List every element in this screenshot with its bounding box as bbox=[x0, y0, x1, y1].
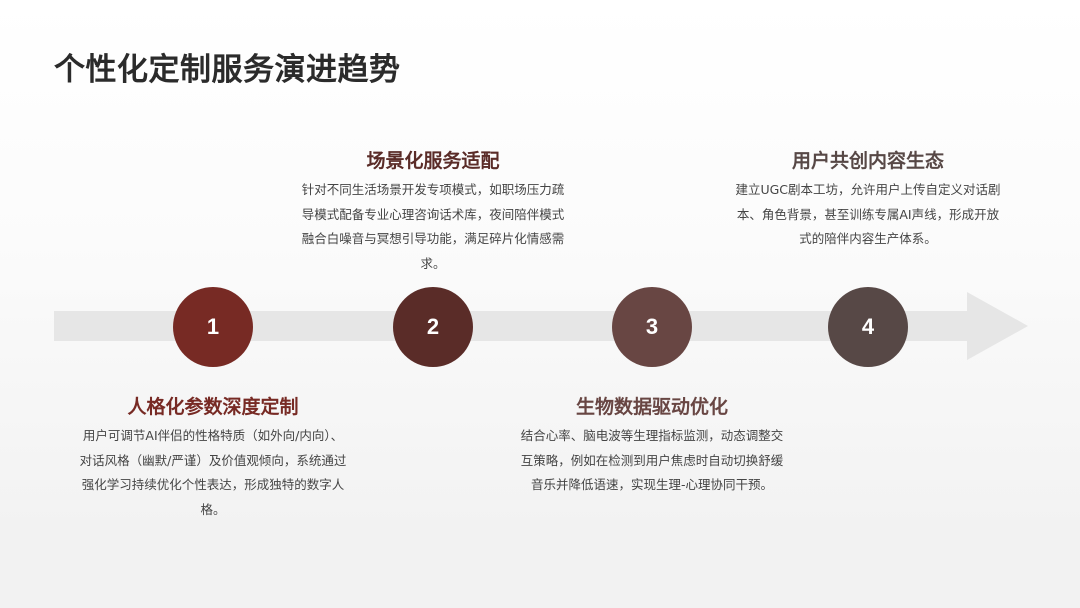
step-4-number: 4 bbox=[861, 314, 875, 339]
step-2-card: 场景化服务适配 针对不同生活场景开发专项模式，如职场压力疏导模式配备专业心理咨询… bbox=[293, 148, 573, 276]
step-3-description: 结合心率、脑电波等生理指标监测，动态调整交互策略，例如在检测到用户焦虑时自动切换… bbox=[520, 428, 784, 492]
step-4-circle: 4 bbox=[828, 287, 908, 367]
step-3-card: 生物数据驱动优化 结合心率、脑电波等生理指标监测，动态调整交互策略，例如在检测到… bbox=[512, 394, 792, 498]
step-3-heading: 生物数据驱动优化 bbox=[575, 396, 728, 418]
step-3-number: 3 bbox=[645, 314, 659, 339]
step-1-description: 用户可调节AI伴侣的性格特质（如外向/内向）、对话风格（幽默/严谨）及价值观倾向… bbox=[79, 428, 347, 517]
step-4-heading: 用户共创内容生态 bbox=[791, 150, 944, 172]
step-3-circle: 3 bbox=[612, 287, 692, 367]
step-1-circle: 1 bbox=[173, 287, 253, 367]
page-title: 个性化定制服务演进趋势 bbox=[54, 52, 401, 88]
arrow-head-icon bbox=[967, 292, 1028, 360]
step-2-description: 针对不同生活场景开发专项模式，如职场压力疏导模式配备专业心理咨询话术库，夜间陪伴… bbox=[301, 182, 565, 271]
step-4-card: 用户共创内容生态 建立UGC剧本工坊，允许用户上传自定义对话剧本、角色背景，甚至… bbox=[728, 148, 1008, 252]
step-1-number: 1 bbox=[206, 314, 220, 339]
step-4-description: 建立UGC剧本工坊，允许用户上传自定义对话剧本、角色背景，甚至训练专属AI声线，… bbox=[735, 182, 1001, 246]
step-1-card: 人格化参数深度定制 用户可调节AI伴侣的性格特质（如外向/内向）、对话风格（幽默… bbox=[73, 394, 353, 522]
step-1-heading: 人格化参数深度定制 bbox=[127, 396, 299, 418]
step-2-circle: 2 bbox=[393, 287, 473, 367]
step-2-number: 2 bbox=[426, 314, 440, 339]
step-2-heading: 场景化服务适配 bbox=[366, 150, 500, 172]
